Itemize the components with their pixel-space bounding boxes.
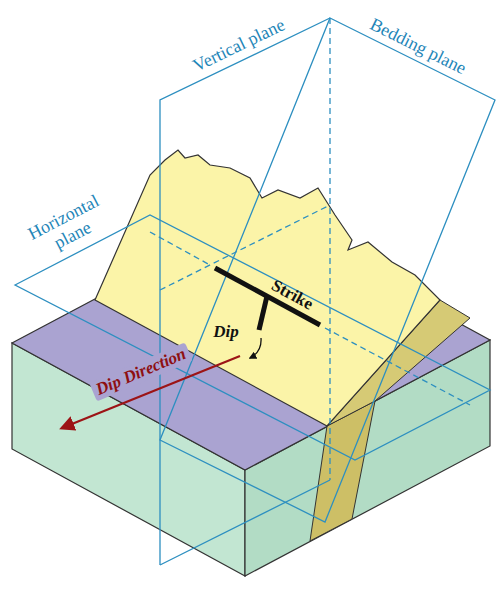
dip-angle-arc	[250, 338, 261, 358]
plane-label: Horizontal plane	[18, 187, 118, 265]
symbol-label: Dip	[213, 322, 239, 342]
strike-trace	[325, 328, 470, 405]
vertical-plane-outline	[160, 480, 330, 565]
bedding-plane-outline	[160, 18, 495, 522]
plane-label: Bedding plane	[367, 14, 469, 78]
horizontal-plane-outline	[15, 215, 490, 460]
strike-trace	[150, 232, 210, 265]
bedding-surface	[95, 150, 440, 426]
dip-tick	[259, 296, 267, 330]
vertical-plane-edge	[329, 18, 330, 480]
plane-intersection	[160, 205, 330, 290]
